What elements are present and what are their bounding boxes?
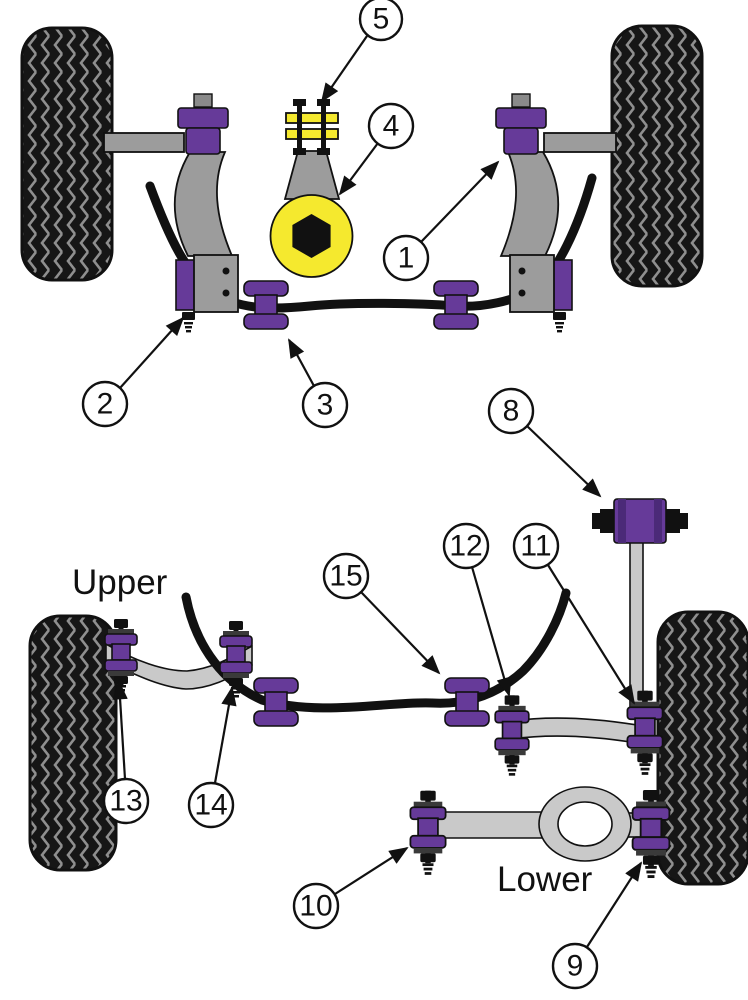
- callout-10: 10: [292, 846, 409, 930]
- svg-text:14: 14: [194, 789, 227, 822]
- svg-text:13: 13: [109, 785, 142, 818]
- svg-text:11: 11: [520, 530, 551, 563]
- callout-4: 4: [338, 102, 415, 196]
- callout-1: 1: [382, 160, 500, 282]
- rear-toe-link: [511, 717, 638, 744]
- rear-lower-arm: [425, 786, 653, 862]
- svg-text:4: 4: [383, 110, 400, 143]
- callout-8: 8: [487, 387, 602, 498]
- engine-mount-assembly: [269, 99, 354, 278]
- rear-right-wheel: [656, 610, 748, 886]
- svg-text:5: 5: [373, 3, 390, 36]
- callout-14: 14: [187, 686, 237, 829]
- svg-text:9: 9: [567, 950, 584, 983]
- callout-3: 3: [288, 338, 349, 429]
- front-left-wheel: [20, 26, 114, 282]
- svg-text:2: 2: [97, 388, 114, 421]
- svg-text:15: 15: [329, 560, 362, 593]
- callout-15: 15: [322, 552, 441, 675]
- front-right-arm-bracket: [509, 254, 573, 333]
- front-right-wheel: [610, 24, 704, 288]
- rear-link-top-bushing: [592, 498, 688, 544]
- callout-12: 12: [442, 522, 512, 697]
- front-right-arm-front-bushing: [495, 93, 547, 155]
- svg-text:10: 10: [299, 890, 332, 923]
- mount-hex-nut: [292, 214, 331, 258]
- front-left-arm-front-bushing: [177, 93, 229, 155]
- callout-9: 9: [551, 861, 643, 990]
- callout-5: 5: [320, 0, 404, 103]
- rear-link-rod: [629, 539, 644, 717]
- rear-left-wheel: [28, 614, 118, 872]
- callout-2: 2: [81, 316, 185, 428]
- svg-text:12: 12: [449, 530, 482, 563]
- svg-text:3: 3: [317, 389, 334, 422]
- callout-13: 13: [102, 680, 150, 825]
- front-right-control-arm: [499, 132, 617, 257]
- callout-11: 11: [512, 522, 636, 705]
- mount-arm: [283, 150, 341, 200]
- svg-text:8: 8: [503, 395, 520, 428]
- svg-text:1: 1: [398, 242, 415, 275]
- mount-upper-bracket: [285, 112, 339, 124]
- front-left-arm-bracket: [175, 254, 239, 333]
- upper-label: Upper: [72, 563, 168, 602]
- lower-label: Lower: [497, 860, 593, 899]
